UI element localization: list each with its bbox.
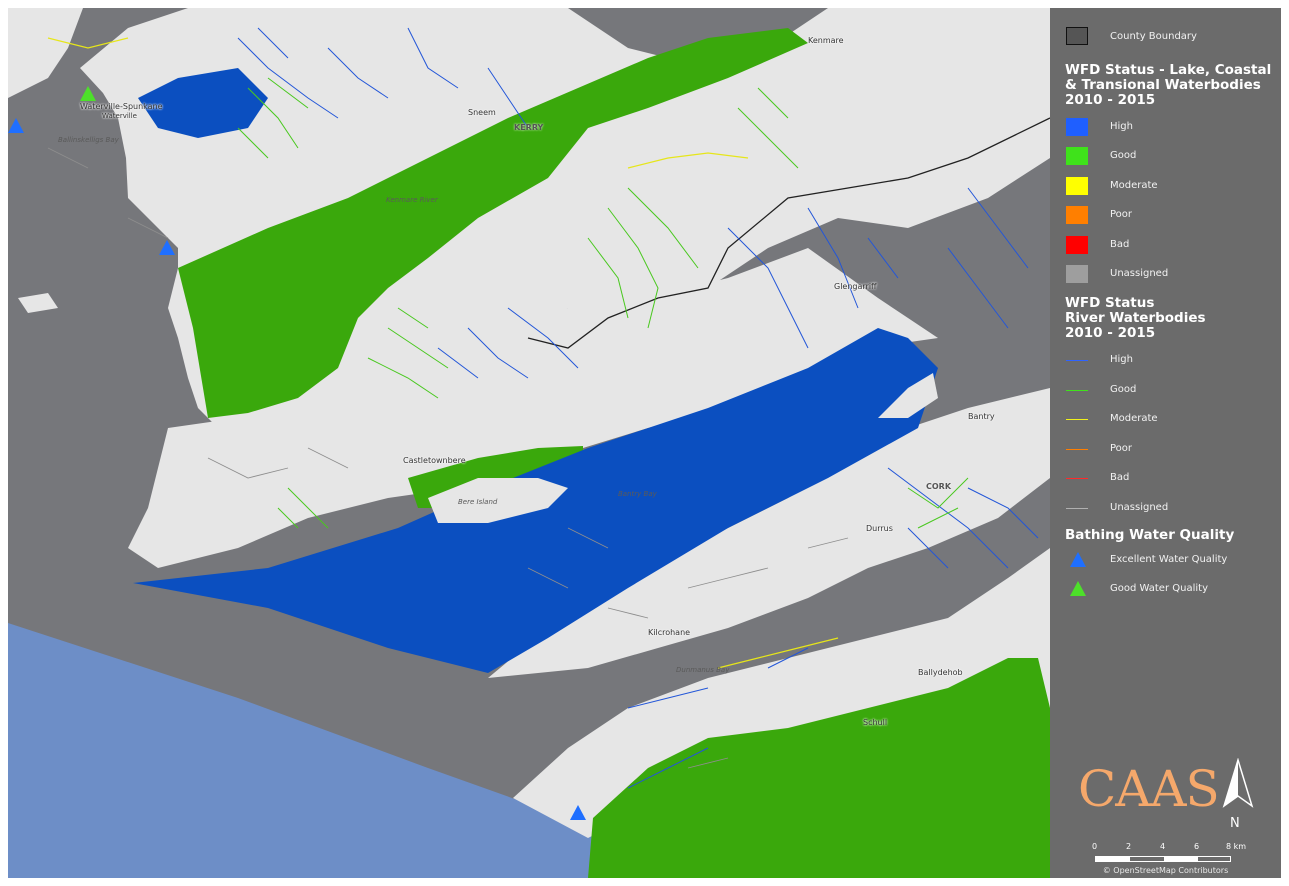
legend-line-river-bad (1066, 478, 1088, 479)
bere-island (428, 478, 568, 523)
legend-swatch-lake-bad (1066, 235, 1088, 254)
county-label-cork: CORK (926, 482, 952, 491)
place-label-castletownbere: Castletownbere (403, 456, 466, 465)
place-label-durrus: Durrus (866, 524, 893, 533)
scale-tick-2: 2 (1126, 842, 1132, 851)
rivers-good (237, 77, 969, 529)
legend-label-bathing-good: Good Water Quality (1110, 583, 1208, 594)
legend-heading-lake: WFD Status - Lake, Coastal & Transional … (1065, 62, 1272, 108)
place-label-waterville: Waterville (102, 112, 137, 120)
sea-label-bantry-bay: Bantry Bay (618, 490, 657, 498)
legend-marker-good-triangle-icon (1070, 581, 1086, 596)
bathing-sites (8, 86, 586, 820)
legend-line-river-poor (1066, 448, 1088, 450)
scale-tick-8: 8 km (1226, 842, 1247, 851)
legend-line-river-unassigned (1066, 507, 1088, 509)
county-boundary-line (527, 117, 1050, 349)
bathing-site-excellent-1[interactable] (8, 118, 24, 133)
rivers-unassigned (47, 147, 849, 769)
map-credit: © OpenStreetMap Contributors (1102, 866, 1229, 875)
place-label-glengarriff: Glengarriff (834, 282, 877, 291)
legend-label-lake-good: Good (1110, 150, 1137, 162)
sea-label-kenmare-river: Kenmare River (386, 196, 438, 204)
bathing-site-excellent-3[interactable] (570, 805, 586, 820)
legend-swatch-lake-unassigned (1066, 265, 1088, 283)
place-label-sneem: Sneem (468, 108, 496, 117)
legend-swatch-county-boundary (1066, 27, 1088, 45)
coastal-good-roaringwater (588, 658, 1050, 878)
legend-label-bathing-excellent: Excellent Water Quality (1110, 554, 1228, 565)
land-northwest (8, 8, 83, 98)
land-sheeps-head (488, 388, 1050, 678)
legend-label-lake-bad: Bad (1110, 238, 1130, 250)
legend-label-river-high: High (1110, 354, 1133, 365)
bathing-site-good[interactable] (80, 86, 96, 101)
legend-label-lake-moderate: Moderate (1110, 179, 1158, 191)
legend-panel: County Boundary WFD Status - Lake, Coast… (1050, 8, 1281, 878)
sea-label-bere-island: Bere Island (458, 498, 498, 506)
map-layers (8, 8, 1050, 878)
legend-line-river-high (1066, 360, 1088, 361)
legend-marker-excellent-triangle-icon (1070, 552, 1086, 567)
legend-swatch-lake-good (1066, 147, 1088, 166)
legend-label-county-boundary: County Boundary (1110, 31, 1197, 42)
scale-tick-4: 4 (1160, 842, 1166, 851)
north-arrow-icon (1222, 758, 1254, 808)
legend-line-river-moderate (1066, 419, 1088, 420)
legend-label-river-unassigned: Unassigned (1110, 501, 1169, 513)
open-ocean (8, 623, 748, 878)
county-label-kerry: KERRY (514, 123, 544, 132)
sea-label-dunmanus: Dunmanus Bay (676, 666, 730, 674)
legend-line-river-good (1066, 389, 1088, 391)
legend-heading-bathing: Bathing Water Quality (1065, 527, 1235, 543)
legend-label-river-good: Good (1110, 383, 1137, 395)
legend-label-lake-unassigned: Unassigned (1110, 268, 1169, 279)
legend-label-river-moderate: Moderate (1110, 413, 1158, 424)
scale-bar (1095, 856, 1231, 862)
scale-tick-6: 6 (1194, 842, 1200, 851)
rivers-moderate (47, 37, 839, 669)
north-label: N (1230, 816, 1240, 831)
place-label-schull: Schull (863, 718, 888, 727)
place-label-waterville-spunkane: Waterville-Spunkane (80, 102, 163, 111)
place-label-kenmare: Kenmare (808, 36, 844, 45)
legend-label-river-poor: Poor (1110, 442, 1133, 454)
bathing-site-excellent-2[interactable] (159, 240, 175, 255)
sea-label-ballinskelligs: Ballinskelligs Bay (58, 136, 119, 144)
lake-high-currane (138, 68, 268, 138)
legend-swatch-lake-high (1066, 118, 1088, 136)
scale-tick-0: 0 (1092, 842, 1098, 851)
place-label-kilcrohane: Kilcrohane (648, 628, 691, 637)
land-beara (128, 248, 938, 568)
legend-heading-river: WFD Status River Waterbodies 2010 - 2015 (1065, 295, 1206, 341)
legend-label-river-bad: Bad (1110, 472, 1130, 483)
coastal-good-kenmare-river (178, 28, 808, 418)
place-label-ballydehob: Ballydehob (918, 668, 963, 677)
whiddy-island (878, 373, 938, 418)
legend-swatch-lake-poor (1066, 206, 1088, 225)
caas-logo: CAAS (1078, 760, 1220, 818)
map-canvas[interactable]: Waterville-Spunkane Waterville Sneem Ken… (8, 8, 1050, 878)
legend-swatch-lake-moderate (1066, 176, 1088, 195)
northwest-islet (18, 293, 58, 313)
legend-label-lake-poor: Poor (1110, 209, 1133, 221)
place-label-bantry: Bantry (968, 412, 995, 421)
legend-label-lake-high: High (1110, 121, 1133, 132)
